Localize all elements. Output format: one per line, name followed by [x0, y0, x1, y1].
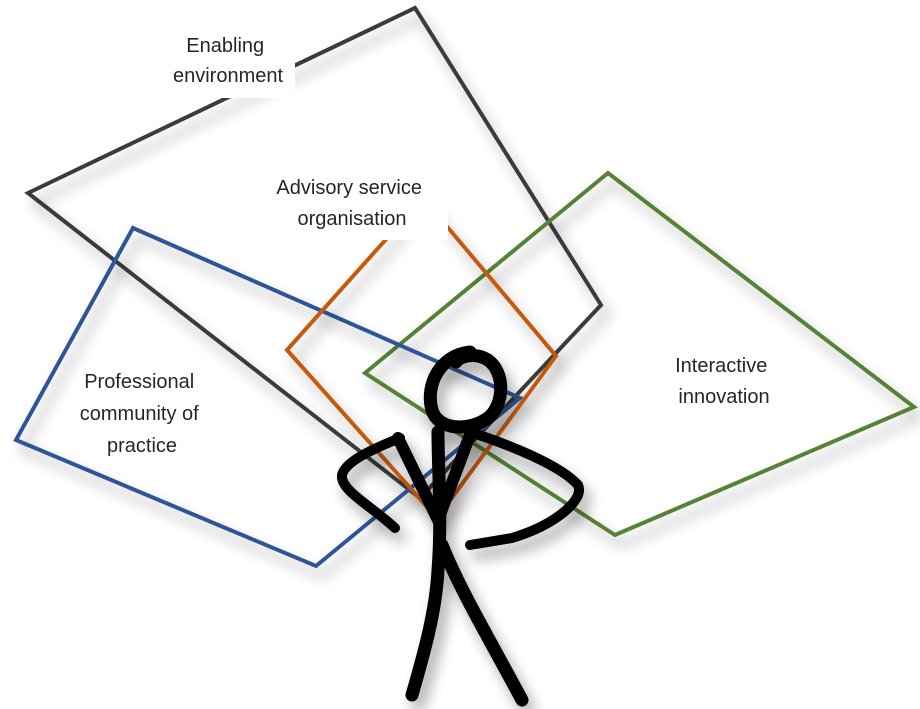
professional-community-label: Professional community of practice: [80, 371, 205, 457]
professional-community-shape: [13, 225, 524, 569]
interactive-innovation-label: Interactive innovation: [675, 355, 773, 408]
advisory-service-shape: [284, 194, 559, 522]
interactive-innovation-shape: [361, 170, 918, 538]
enabling-environment-label: Enabling environment: [173, 35, 284, 87]
enabling-label-bg: [160, 28, 295, 98]
stick-figure: [337, 345, 584, 707]
advisory-service-label: Advisory service organisation: [276, 177, 427, 230]
advisory-label-bg: [258, 168, 448, 240]
